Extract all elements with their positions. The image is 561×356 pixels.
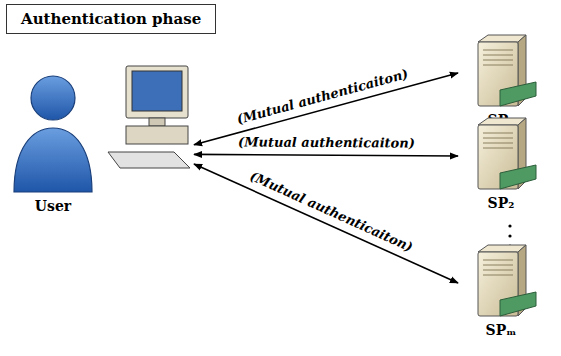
drive-slot <box>483 65 513 66</box>
monitor <box>126 66 188 118</box>
drive-slot <box>483 148 513 149</box>
network-card <box>500 292 536 316</box>
person-head <box>31 76 75 120</box>
network-card <box>500 82 536 106</box>
person-body <box>14 128 92 192</box>
drive-slot <box>483 60 513 61</box>
screen <box>132 71 182 111</box>
monitor-stand <box>149 118 165 126</box>
user-node: User <box>8 60 194 220</box>
mutual-auth-arrow <box>194 164 458 283</box>
drive-slot <box>483 275 513 276</box>
ellipsis-dots <box>508 224 511 247</box>
drive-slot <box>483 143 513 144</box>
dot <box>508 234 511 237</box>
drive-slot <box>483 55 513 56</box>
server-label: SPₘ <box>466 322 536 338</box>
title-box: Authentication phase <box>6 4 216 34</box>
dot <box>508 224 511 227</box>
drive-slot <box>483 265 513 266</box>
drive-slot <box>483 50 513 51</box>
edge-label: (Mutual authenticaiton) <box>246 168 417 256</box>
user-label: User <box>8 198 98 214</box>
network-card <box>500 165 536 189</box>
server-icon <box>460 34 540 110</box>
edge-label: (Mutual authenticaiton) <box>233 65 411 127</box>
drive-slot <box>483 133 513 134</box>
server-node: SPₘ <box>460 244 544 344</box>
server-node: SP₂ <box>460 117 544 217</box>
keyboard <box>108 152 190 168</box>
pc-case <box>126 126 188 144</box>
mutual-auth-arrow <box>194 154 458 156</box>
drive-slot <box>483 270 513 271</box>
server-icon <box>460 117 540 193</box>
server-icon <box>460 244 540 320</box>
drive-slot <box>483 260 513 261</box>
drive-slot <box>483 138 513 139</box>
user-icon <box>8 60 194 196</box>
edge-label: (Mutual authenticaiton) <box>236 134 417 150</box>
server-label: SP₂ <box>466 195 536 211</box>
